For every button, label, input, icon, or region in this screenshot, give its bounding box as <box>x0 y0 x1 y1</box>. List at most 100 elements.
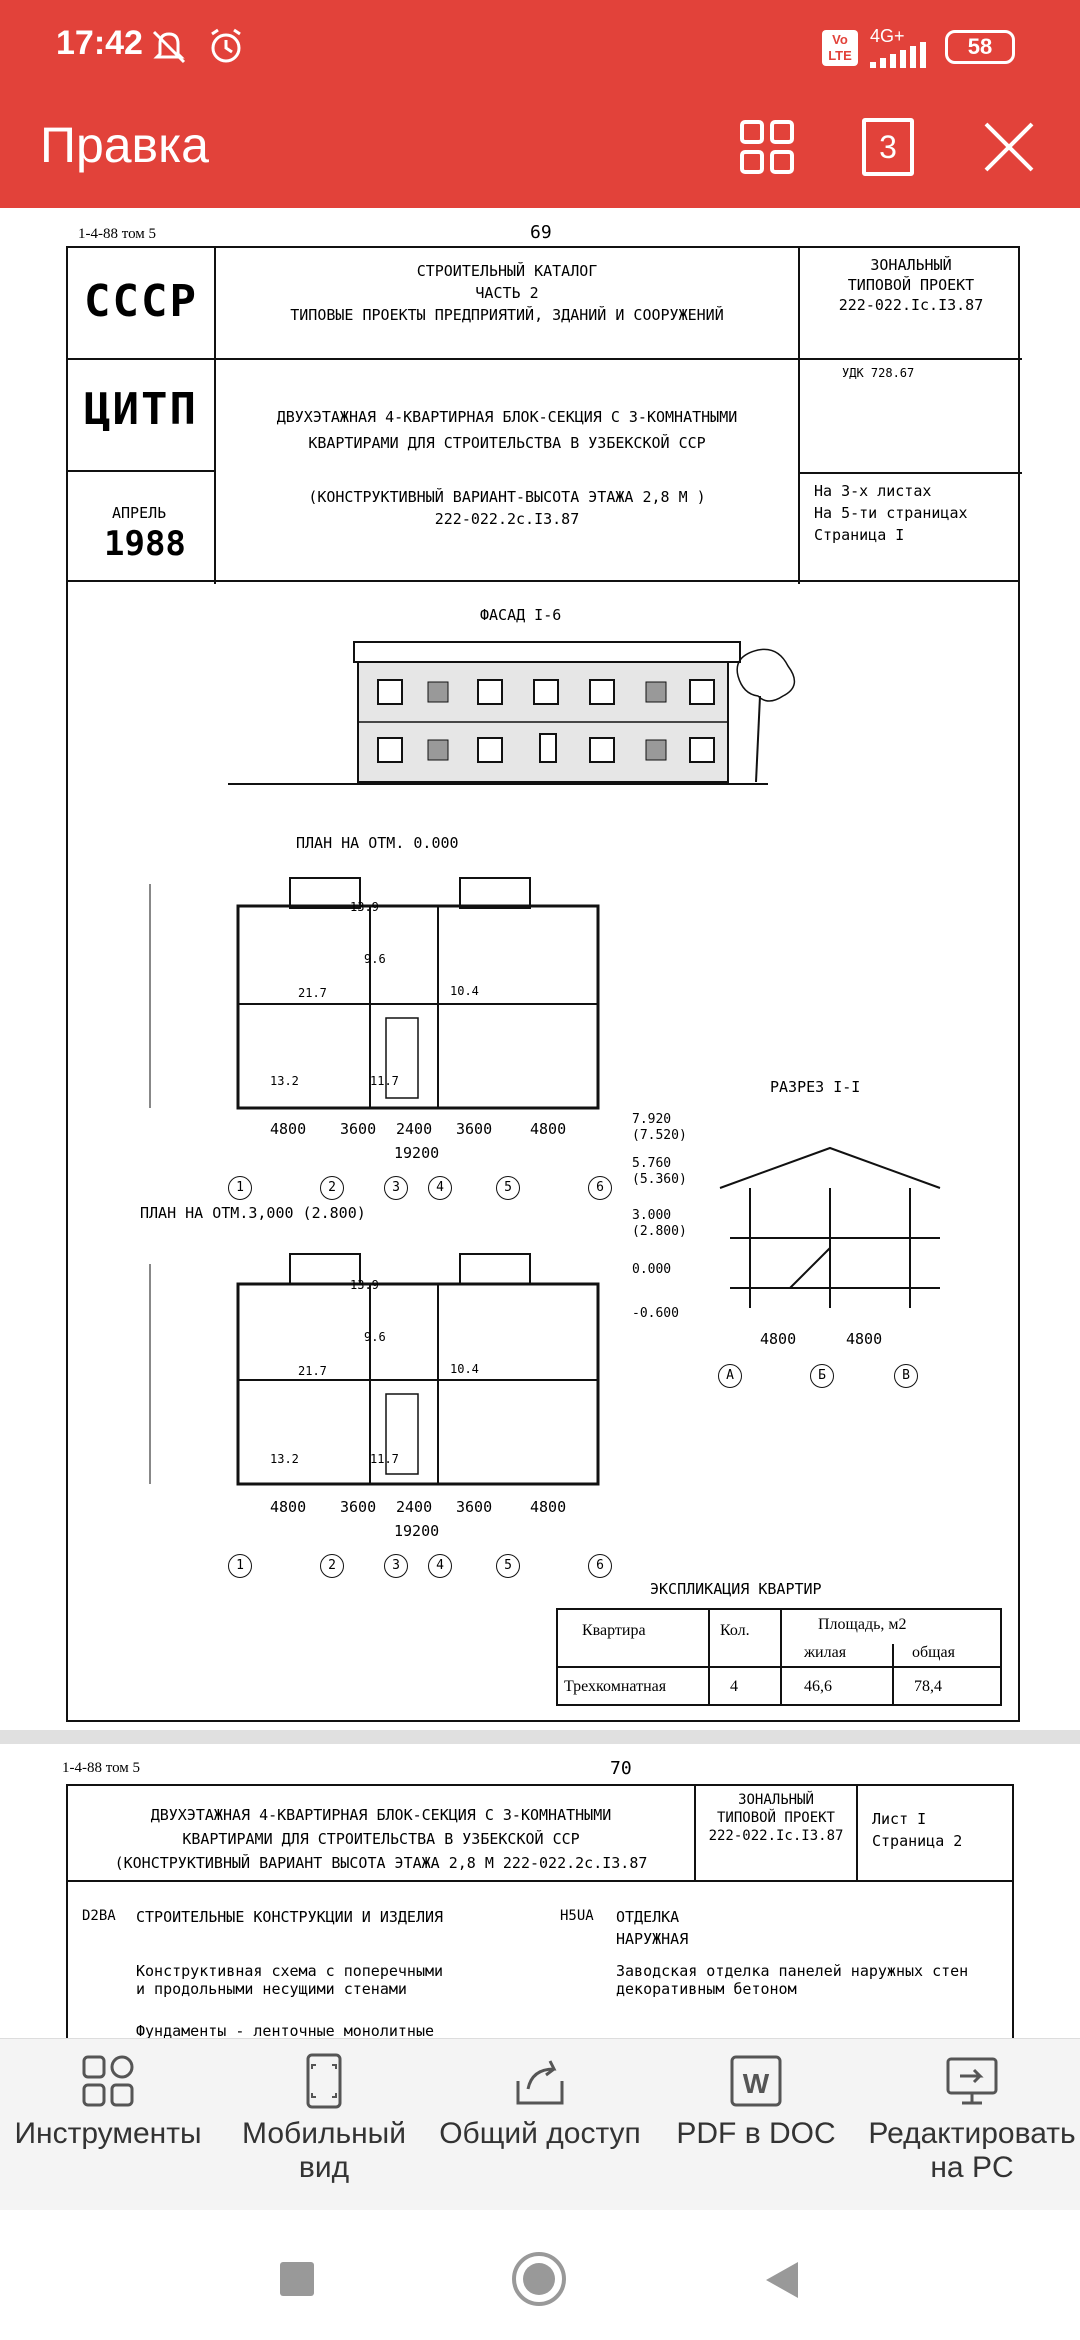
page2-header-left: 1-4-88 том 5 <box>62 1760 141 1776</box>
page2-sheet-2: Страница 2 <box>872 1832 963 1850</box>
udk-label: УДК 728.67 <box>842 366 915 380</box>
bottom-toolbar: Инструменты Мобильный вид Общий доступ W… <box>0 2038 1080 2210</box>
battery-level: 58 <box>967 34 993 59</box>
plan1-area-11-7: 11.7 <box>370 1074 399 1088</box>
pdf-to-doc-button[interactable]: W PDF в DOC <box>648 2051 864 2151</box>
page2-section-2a: ОТДЕЛКА <box>616 1908 680 1926</box>
page2-left-text-1: Конструктивная схема с поперечными <box>136 1962 444 1980</box>
signal-icon <box>870 42 926 68</box>
page-separator <box>0 1730 1080 1744</box>
page2-section-2b: НАРУЖНАЯ <box>616 1930 689 1948</box>
plan2-area-9-6: 9.6 <box>364 1330 386 1344</box>
grid-view-icon[interactable] <box>738 118 796 176</box>
document-viewer[interactable]: 1-4-88 том 5 69 СССР ЦИТП АПРЕЛЬ 1988 СТ… <box>0 208 1080 2038</box>
sheets-line-2: На 5-ти страницах <box>814 504 968 522</box>
zonal-line-2: ТИПОВОЙ ПРОЕКТ <box>847 276 975 294</box>
floor-plan-2 <box>149 1253 600 1486</box>
tools-label: Инструменты <box>14 2117 202 2150</box>
section-axis-a: А <box>718 1364 742 1388</box>
axis-3: 3 <box>384 1554 408 1578</box>
level-3: 5.760 <box>632 1156 672 1171</box>
edit-on-pc-label: Редактировать на PC <box>868 2117 1076 2184</box>
expl-row-qty: 4 <box>730 1678 738 1695</box>
plan1-area-21-7: 21.7 <box>298 986 327 1000</box>
title-line-4: 222-022.2с.I3.87 <box>434 510 580 528</box>
level-6: (2.800) <box>632 1224 687 1239</box>
catalog-line-3: ТИПОВЫЕ ПРОЕКТЫ ПРЕДПРИЯТИЙ, ЗДАНИЙ И СО… <box>290 306 724 324</box>
volte-badge: Vo LTE <box>822 30 858 66</box>
year-label: 1988 <box>104 524 186 564</box>
expl-row-apt: Трехкомнатная <box>564 1678 667 1695</box>
page-count-button[interactable]: 3 <box>862 118 914 176</box>
edit-on-pc-button[interactable]: Редактировать на PC <box>864 2051 1080 2185</box>
title-line-3: (КОНСТРУКТИВНЫЙ ВАРИАНТ-ВЫСОТА ЭТАЖА 2,8… <box>308 488 706 506</box>
page-70: 1-4-88 том 5 70 ДВУХЭТАЖНАЯ 4-КВАРТИРНАЯ… <box>0 1744 1080 2038</box>
citp-label: ЦИТП <box>84 384 198 435</box>
pdf-to-doc-label: PDF в DOC <box>676 2117 836 2150</box>
plan2-area-21-7: 21.7 <box>298 1364 327 1378</box>
plan1-axis-row: 1 2 3 4 5 6 <box>228 1176 628 1202</box>
mobile-view-icon <box>306 2053 342 2109</box>
title-line-2: КВАРТИРАМИ ДЛЯ СТРОИТЕЛЬСТВА В УЗБЕКСКОЙ… <box>308 434 706 452</box>
mobile-view-button[interactable]: Мобильный вид <box>216 2051 432 2185</box>
axis-4: 4 <box>428 1176 452 1200</box>
level-2: (7.520) <box>632 1128 687 1143</box>
plan1-label: ПЛАН НА ОТМ. 0.000 <box>296 834 459 852</box>
expl-row-living: 46,6 <box>804 1678 832 1695</box>
axis-2: 2 <box>320 1554 344 1578</box>
level-4: (5.360) <box>632 1172 687 1187</box>
plan2-dim-4: 3600 <box>456 1498 493 1516</box>
battery-icon: 58 <box>945 30 1015 64</box>
plan1-dim-4: 3600 <box>456 1120 493 1138</box>
mobile-view-label: Мобильный вид <box>242 2117 406 2184</box>
alarm-icon <box>211 28 241 63</box>
back-button[interactable] <box>764 2260 800 2300</box>
catalog-line-1: СТРОИТЕЛЬНЫЙ КАТАЛОГ <box>416 262 598 280</box>
floor-plan-1 <box>149 877 600 1110</box>
axis-1: 1 <box>228 1176 252 1200</box>
plan2-axis-row: 1 2 3 4 5 6 <box>228 1554 628 1580</box>
axis-4: 4 <box>428 1554 452 1578</box>
page2-title-block: ДВУХЭТАЖНАЯ 4-КВАРТИРНАЯ БЛОК-СЕКЦИЯ С 3… <box>66 1784 1014 1882</box>
plan2-dim-3: 2400 <box>396 1498 433 1516</box>
plan2-dim-2: 3600 <box>340 1498 377 1516</box>
axis-1: 1 <box>228 1554 252 1578</box>
plan1-area-13-9: 13.9 <box>350 900 379 914</box>
plan2-dim-1: 4800 <box>270 1498 307 1516</box>
plan1-dim-2: 3600 <box>340 1120 377 1138</box>
sheets-line-3: Страница I <box>814 526 905 544</box>
expl-header-apt: Квартира <box>582 1622 646 1639</box>
share-label: Общий доступ <box>439 2117 641 2150</box>
plan2-area-10-4: 10.4 <box>450 1362 479 1376</box>
page2-code-1: D2ВА <box>82 1908 116 1924</box>
expl-header-total: общая <box>912 1644 955 1661</box>
title-block: СССР ЦИТП АПРЕЛЬ 1988 СТРОИТЕЛЬНЫЙ КАТАЛ… <box>66 246 1022 584</box>
expl-title: ЭКСПЛИКАЦИЯ КВАРТИР <box>650 1580 822 1598</box>
section-axis-row: А Б В <box>718 1364 918 1390</box>
zonal-line-3: 222-022.Iс.I3.87 <box>838 296 984 314</box>
page-69: 1-4-88 том 5 69 СССР ЦИТП АПРЕЛЬ 1988 СТ… <box>0 208 1080 1730</box>
level-1: 7.920 <box>632 1112 672 1127</box>
tools-button[interactable]: Инструменты <box>0 2051 216 2151</box>
word-icon: W <box>730 2055 782 2107</box>
home-button[interactable] <box>512 2252 566 2306</box>
axis-5: 5 <box>496 1176 520 1200</box>
axis-3: 3 <box>384 1176 408 1200</box>
catalog-line-2: ЧАСТЬ 2 <box>475 284 539 302</box>
title-line-1: ДВУХЭТАЖНАЯ 4-КВАРТИРНАЯ БЛОК-СЕКЦИЯ С 3… <box>276 408 738 426</box>
plan2-dim-5: 4800 <box>530 1498 567 1516</box>
close-icon[interactable] <box>982 120 1036 174</box>
plan2-area-13-2: 13.2 <box>270 1452 299 1466</box>
level-7: 0.000 <box>632 1262 672 1277</box>
recents-button[interactable] <box>280 2262 314 2296</box>
tools-icon <box>82 2055 134 2107</box>
page2-zonal-2: ТИПОВОЙ ПРОЕКТ <box>716 1810 835 1826</box>
section-dim-2: 4800 <box>846 1330 883 1348</box>
share-icon <box>516 2060 564 2105</box>
section-label: РАЗРЕЗ I-I <box>770 1078 861 1096</box>
axis-2: 2 <box>320 1176 344 1200</box>
svg-text:W: W <box>743 2068 770 2099</box>
share-button[interactable]: Общий доступ <box>432 2051 648 2151</box>
expl-row-total: 78,4 <box>914 1678 942 1695</box>
page2-foundations: Фундаменты - ленточные монолитные <box>136 2022 435 2038</box>
